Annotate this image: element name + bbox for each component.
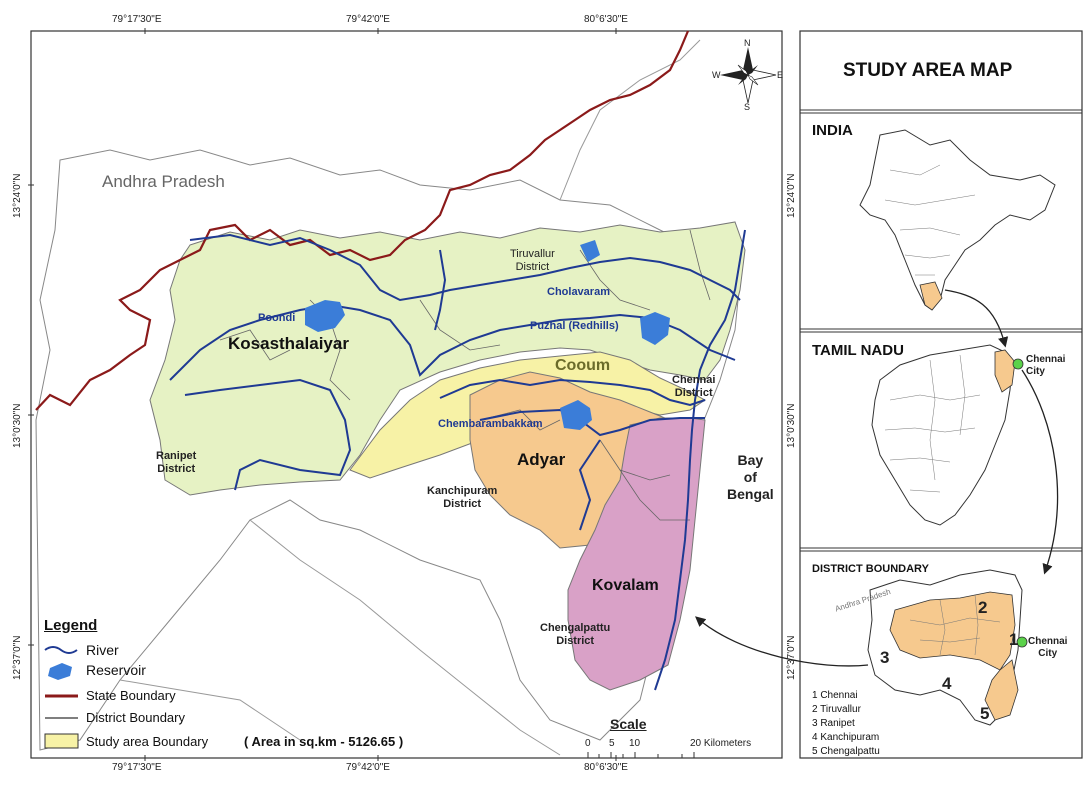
river-cooum [439, 378, 706, 407]
river-south-west [184, 378, 352, 491]
legend-study-symbol [44, 733, 79, 749]
scale-tick-5: 5 [609, 738, 615, 749]
key-kanchipuram: 4 Kanchipuram [812, 732, 880, 743]
scale-bar [587, 752, 695, 759]
river-branch [434, 249, 447, 331]
north-arrow [720, 47, 777, 104]
label-chengalpattu: Chengalpattu District [540, 622, 611, 647]
district-inset-lines [909, 594, 1001, 656]
india-tamil-nadu-highlight [919, 281, 943, 311]
district-number-2: 2 [978, 598, 988, 617]
right-panel-title: STUDY AREA MAP [843, 60, 1013, 81]
district-boundary-title: DISTRICT BOUNDARY [812, 563, 929, 575]
district-number-4: 4 [942, 674, 952, 693]
label-chembarambakkam: Chembarambakkam [438, 418, 543, 430]
legend-area-value: ( Area in sq.km - 5126.65 ) [244, 734, 404, 749]
tamil-nadu-district-lines [884, 354, 981, 493]
coord-right-3: 12°37'0"N [786, 635, 797, 681]
legend-study-area: Study area Boundary [86, 734, 209, 749]
rivers [169, 229, 746, 691]
coord-left-3: 12°37'0"N [12, 635, 23, 681]
poondi-reservoir [305, 300, 345, 332]
coord-left-1: 13°24'0"N [12, 173, 23, 219]
legend-district-boundary: District Boundary [86, 710, 185, 725]
tn-chennai-city-label: Chennai City [1026, 354, 1066, 377]
scale-title: Scale [610, 716, 647, 732]
label-ranipet: Ranipet District [156, 450, 197, 475]
label-puzhal: Puzhal (Redhills) [530, 320, 619, 332]
label-andhra-pradesh: Andhra Pradesh [102, 172, 225, 191]
district-number-5: 5 [980, 704, 990, 723]
tamil-nadu-title: TAMIL NADU [812, 342, 904, 359]
label-chennai-district: Chennai District [672, 374, 716, 399]
cholavaram-reservoir [580, 240, 600, 262]
coord-right-2: 13°0'30"N [786, 403, 797, 449]
chennai-city-marker [1012, 358, 1024, 370]
legend-river-symbol [44, 646, 78, 654]
chembarambakkam-reservoir [560, 400, 592, 430]
compass-s: S [744, 102, 751, 112]
india-map [859, 129, 1056, 311]
scale-tick-20: 20 Kilometers [690, 738, 752, 749]
label-bay-of-bengal: Bay of Bengal [727, 452, 774, 502]
chennai-city-marker-2 [1016, 636, 1028, 648]
state-boundary [35, 30, 690, 411]
label-kosasthalaiyar: Kosasthalaiyar [228, 334, 349, 353]
river-coastal [654, 229, 746, 691]
compass-n: N [744, 38, 751, 48]
key-ranipet: 3 Ranipet [812, 718, 855, 729]
key-tiruvallur: 2 Tiruvallur [812, 704, 861, 715]
arrow-tn-to-district [1021, 369, 1059, 575]
label-cooum: Cooum [555, 357, 611, 374]
label-tiruvallur: Tiruvallur District [510, 248, 555, 273]
india-state-lines [884, 164, 976, 276]
district-boundary-line [559, 39, 701, 201]
river-middle [169, 303, 736, 381]
coord-right-1: 13°24'0"N [786, 173, 797, 219]
compass-e: E [777, 70, 784, 80]
compass-w: W [712, 70, 721, 80]
coord-left-2: 13°0'30"N [12, 403, 23, 449]
river-branch-south [578, 439, 601, 531]
legend-state-boundary: State Boundary [86, 688, 176, 703]
label-poondi: Poondi [258, 312, 296, 324]
river-kosasthalaiyar-north [189, 233, 741, 302]
district-boundary-line [119, 679, 301, 741]
coord-bottom-2: 79°42'0"E [346, 762, 390, 773]
district-chennai-city-label: Chennai City [1028, 636, 1068, 659]
tamil-nadu-study-highlight [994, 349, 1016, 393]
district-number-1: 1 [1009, 630, 1019, 649]
tamil-nadu-map [871, 344, 1013, 526]
district-boundary-line [249, 519, 561, 756]
india-title: INDIA [812, 122, 853, 139]
coord-top-1: 79°17'30"E [112, 14, 162, 25]
coord-bottom-3: 80°6'30"E [584, 762, 628, 773]
district-inset-study [889, 591, 1016, 671]
legend-title: Legend [44, 617, 98, 634]
coord-top-2: 79°42'0"E [346, 14, 390, 25]
puzhal-reservoir [640, 312, 670, 345]
label-kovalam: Kovalam [592, 577, 659, 594]
label-cholavaram: Cholavaram [547, 286, 610, 298]
study-area-kovalam [567, 417, 706, 691]
district-number-3: 3 [880, 648, 890, 667]
arrow-india-to-tn [944, 289, 1009, 348]
district-inset-chengalpattu [984, 659, 1019, 721]
legend-river: River [86, 642, 119, 658]
scale-tick-10: 10 [629, 738, 641, 749]
label-kanchipuram: Kanchipuram District [427, 485, 498, 510]
legend-reservoir: Reservoir [86, 662, 146, 678]
coord-bottom-1: 79°17'30"E [112, 762, 162, 773]
coord-top-3: 80°6'30"E [584, 14, 628, 25]
label-adyar: Adyar [517, 450, 566, 469]
key-chengalpattu: 5 Chengalpattu [812, 746, 880, 757]
arrow-district-to-main [695, 616, 869, 667]
legend-reservoir-symbol [48, 663, 72, 680]
scale-tick-0: 0 [585, 738, 591, 749]
key-chennai: 1 Chennai [812, 690, 858, 701]
river-adyar [479, 408, 705, 437]
